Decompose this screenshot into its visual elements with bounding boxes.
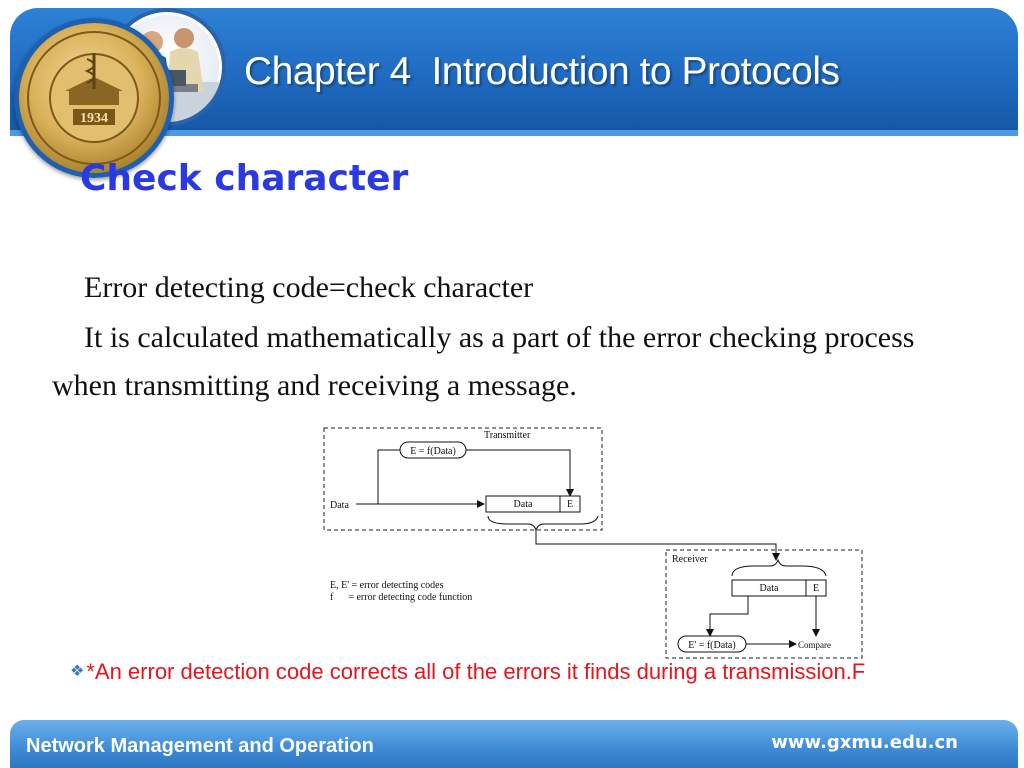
error-detection-diagram: Transmitter E = f(Data) Data Data E Rece… [323,427,863,659]
footer-banner [10,720,1018,768]
svg-text:1934: 1934 [80,111,108,126]
footer-course-title: Network Management and Operation [26,735,374,757]
rx-function-label: E' = f(Data) [688,640,735,651]
university-seal-logo: 1934 [14,18,174,178]
note-text: *An error detection code corrects all of… [86,659,866,684]
slide-heading: Check character [80,158,409,199]
paragraph-explanation: It is calculated mathematically as a par… [52,321,915,402]
transmitter-label: Transmitter [484,430,531,441]
paragraph-definition: Error detecting code=check character [84,271,534,304]
legend-line-1: E, E' = error detecting codes [330,580,444,591]
data-input-label: Data [330,500,349,511]
compare-label: Compare [798,640,831,650]
receiver-label: Receiver [672,554,708,565]
transmitter-box [323,427,603,531]
rx-function-box [677,635,747,653]
diamond-bullet-icon: ❖ [70,663,85,680]
svg-text:E: E [813,583,819,594]
svg-text:E: E [567,499,573,510]
tx-function-label: E = f(Data) [410,446,456,457]
footer-website: www.gxmu.edu.cn [771,732,958,753]
chapter-title: Chapter 4 Introduction to Protocols [244,50,840,93]
tx-e-field [559,495,581,513]
receiver-box [665,549,863,659]
svg-text:Data: Data [514,499,533,510]
legend-line-2: f = error detecting code function [330,592,472,603]
svg-text:Data: Data [760,583,779,594]
note-statement: ❖*An error detection code corrects all o… [70,656,970,687]
